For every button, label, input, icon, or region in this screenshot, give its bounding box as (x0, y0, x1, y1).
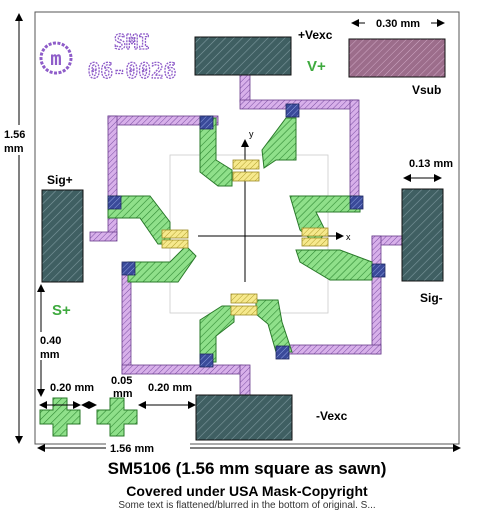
label-sig-plus: Sig+ (47, 173, 73, 187)
logo: m SMI 06-0026 (39, 29, 177, 84)
dim-pad-gap-value: 0.40 (40, 335, 61, 347)
caption-extra: Some text is flattened/blurred in the bo… (118, 500, 376, 511)
label-vexc-minus: -Vexc (316, 409, 348, 423)
logo-mark: m (50, 48, 61, 70)
dim-cross-to-pad: 0.20 mm (148, 382, 192, 394)
piezo-regions (107, 117, 373, 363)
dim-cross-gap: 0.05 (111, 375, 132, 387)
dim-side-height-unit: mm (4, 143, 24, 155)
label-vexc-plus: +Vexc (298, 28, 333, 42)
dim-pad-gap-unit: mm (40, 349, 60, 361)
label-vsub: Vsub (412, 83, 441, 97)
caption-subtitle: Covered under USA Mask-Copyright (126, 483, 368, 499)
dim-bottom-width: 1.56 mm (110, 443, 154, 455)
label-v-plus: V+ (307, 58, 326, 75)
logo-line2: 06-0026 (88, 59, 177, 83)
pad-vexc-minus (195, 394, 293, 441)
pad-sig-plus (41, 189, 84, 283)
dim-cross-gap-unit: mm (113, 388, 133, 400)
label-s-plus: S+ (52, 302, 71, 319)
axis-y-label: y (249, 129, 254, 139)
logo-line1: SMI (114, 30, 150, 54)
pad-vsub (348, 38, 446, 78)
caption-title: SM5106 (1.56 mm square as sawn) (107, 459, 387, 478)
pad-sig-minus (401, 188, 444, 282)
label-sig-minus: Sig- (420, 291, 443, 305)
contact-vias (107, 103, 386, 368)
axis-x-label: x (346, 232, 351, 242)
dim-cross-width: 0.20 mm (50, 382, 94, 394)
dim-side-height-value: 1.56 (4, 129, 25, 141)
logo-circle-mark (39, 41, 73, 75)
pad-vexc-plus (194, 36, 292, 76)
dim-top-width: 0.30 mm (376, 18, 420, 30)
dim-sig-width: 0.13 mm (409, 158, 453, 170)
alignment-crosses (39, 397, 138, 437)
gauge-resistors (161, 159, 329, 316)
